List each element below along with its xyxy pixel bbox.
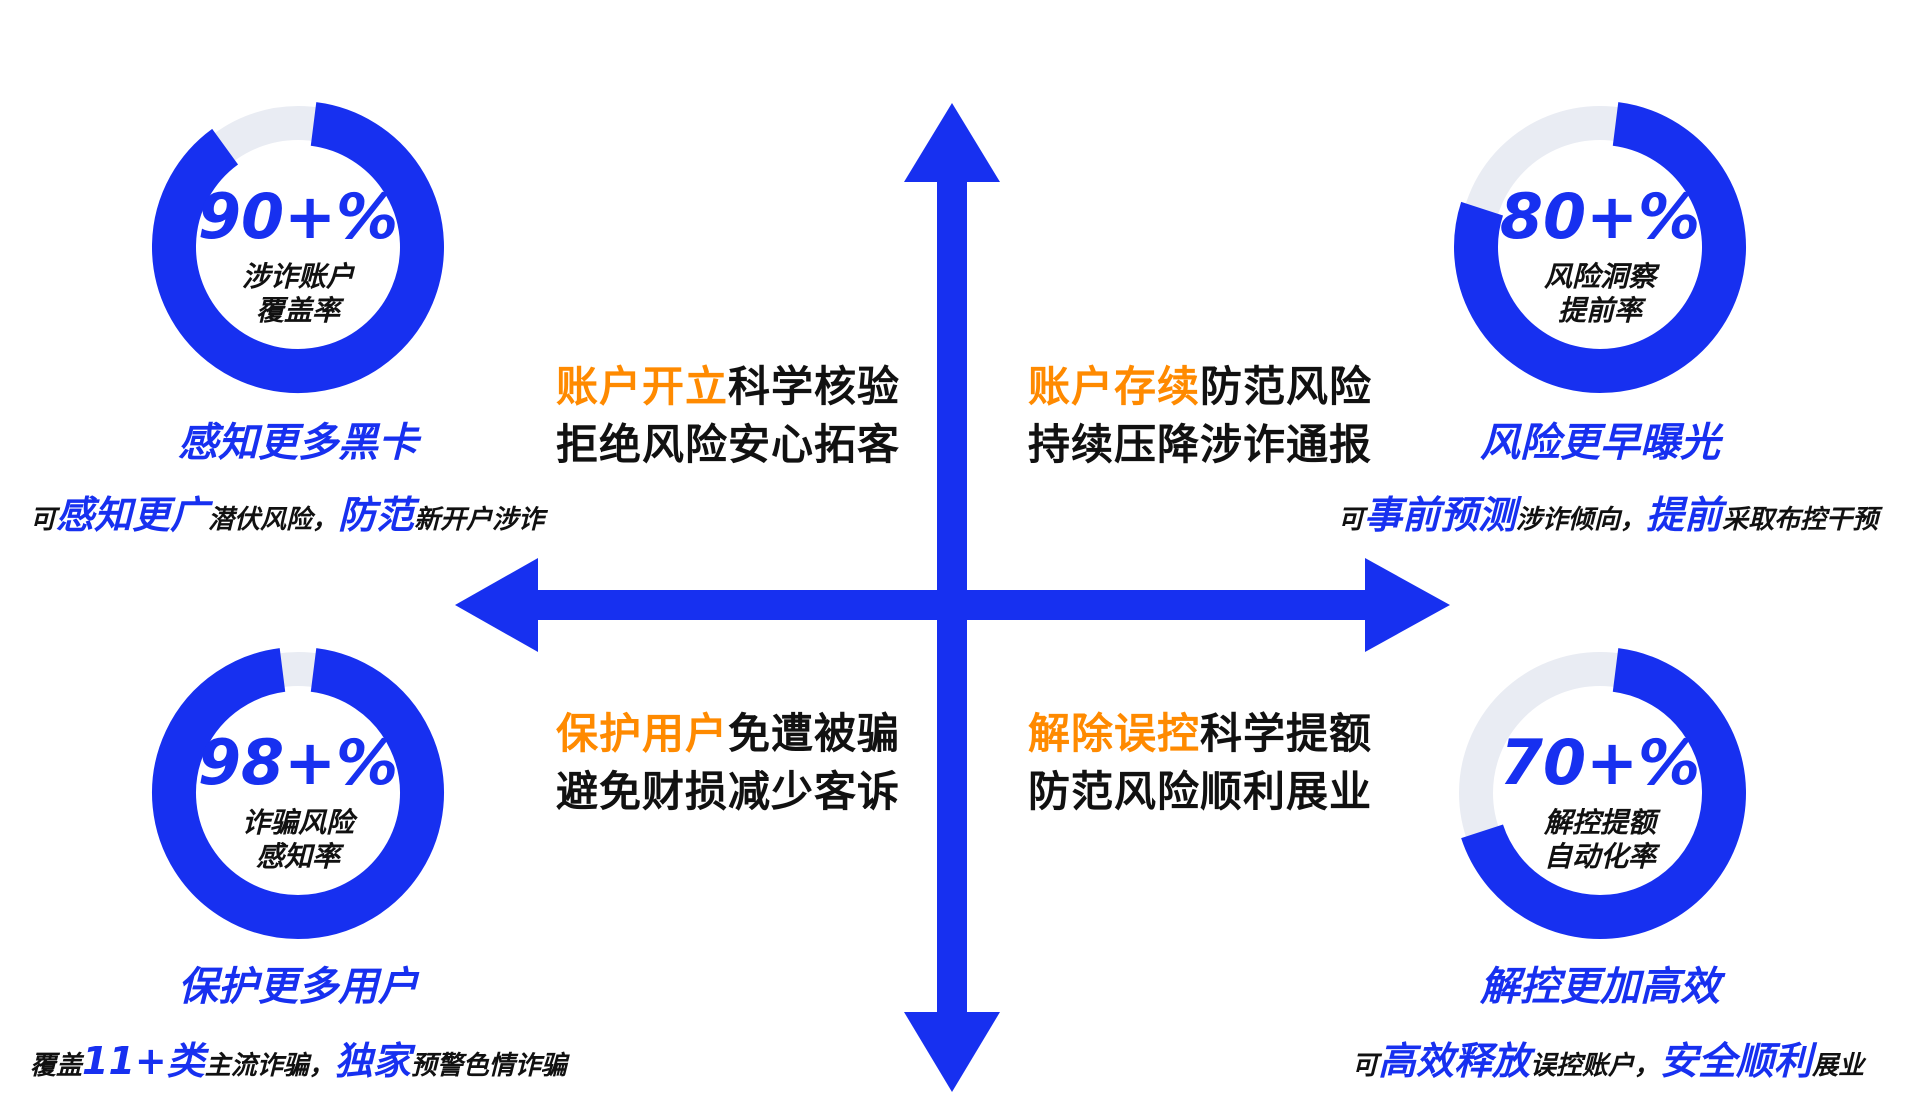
gauge-value: 70+% xyxy=(1499,726,1701,799)
donut-gauge xyxy=(152,648,444,939)
quadrant-highlight: 保护用户 xyxy=(556,709,729,758)
desc-emphasis: 防范 xyxy=(338,493,415,537)
quadrant-highlight: 账户开立 xyxy=(556,362,729,411)
quadrant-line2: 持续压降涉诈通报 xyxy=(1028,420,1373,469)
quadrant-text-bottom-right: 解除误控科学提额 防范风险顺利展业 xyxy=(1028,705,1372,821)
gauge-arc xyxy=(152,102,444,393)
gauge-label: 解控提额 xyxy=(1543,806,1656,839)
quadrant-line2: 拒绝风险安心拓客 xyxy=(556,420,901,469)
gauge-arc xyxy=(1454,102,1746,393)
gauge-arc xyxy=(1461,648,1746,939)
gauge-label: 覆盖率 xyxy=(255,294,340,327)
card-desc-top-right: 可事前预测涉诈倾向，提前采取布控干预 xyxy=(1338,484,1878,539)
gauge-label: 提前率 xyxy=(1557,294,1642,327)
desc-emphasis: 事前预测 xyxy=(1364,493,1517,537)
gauge-label: 风险洞察 xyxy=(1543,260,1656,293)
quadrant-line1-rest: 防范风险 xyxy=(1200,362,1373,411)
card-desc-top-left: 可感知更广潜伏风险，防范新开户涉诈 xyxy=(30,484,544,539)
desc-emphasis: 感知更广 xyxy=(56,493,209,537)
quadrant-line1-rest: 免遭被骗 xyxy=(728,709,901,758)
horizontal-axis xyxy=(525,590,1375,620)
quadrant-highlight: 解除误控 xyxy=(1028,709,1201,758)
desc-text: 可 xyxy=(1352,1051,1379,1081)
gauge-bottom-right: 70+% 解控提额 自动化率 xyxy=(1435,628,1765,958)
gauge-value: 98+% xyxy=(197,726,399,799)
quadrant-line2: 防范风险顺利展业 xyxy=(1028,767,1373,816)
quadrant-text-top-left: 账户开立科学核验 拒绝风险安心拓客 xyxy=(556,358,900,474)
desc-text: 预警色情诈骗 xyxy=(410,1051,567,1081)
quadrant-line1-rest: 科学核验 xyxy=(728,362,901,411)
quadrant-text-top-right: 账户存续防范风险 持续压降涉诈通报 xyxy=(1028,358,1372,474)
desc-emphasis: 提前 xyxy=(1646,493,1723,537)
desc-emphasis: 高效释放 xyxy=(1378,1039,1531,1083)
gauge-label: 诈骗风险 xyxy=(241,806,354,839)
desc-text: 主流诈骗， xyxy=(204,1051,335,1081)
arrow-right-icon xyxy=(1365,558,1450,652)
desc-text: 采取布控干预 xyxy=(1722,505,1879,535)
arrow-up-icon xyxy=(904,103,1000,182)
desc-text: 误控账户， xyxy=(1530,1051,1661,1081)
desc-text: 可 xyxy=(1338,505,1365,535)
quadrant-line2: 避免财损减少客诉 xyxy=(556,767,901,816)
desc-emphasis: 11+类 xyxy=(82,1039,205,1083)
desc-emphasis: 安全顺利 xyxy=(1660,1039,1813,1083)
gauge-label: 涉诈账户 xyxy=(241,260,354,293)
gauge-label: 感知率 xyxy=(255,840,340,873)
card-desc-bottom-right: 可高效释放误控账户，安全顺利展业 xyxy=(1352,1030,1864,1085)
desc-text: 覆盖 xyxy=(30,1051,83,1081)
donut-gauge xyxy=(1459,648,1746,939)
donut-gauge xyxy=(1454,102,1746,393)
desc-text: 新开户涉诈 xyxy=(414,505,545,535)
desc-emphasis: 独家 xyxy=(334,1039,411,1083)
gauge-value: 90+% xyxy=(197,180,399,253)
card-title-bottom-left: 保护更多用户 xyxy=(178,964,418,1010)
card-title-bottom-right: 解控更加高效 xyxy=(1480,964,1720,1010)
arrow-down-icon xyxy=(904,1012,1000,1092)
gauge-arc xyxy=(152,648,444,939)
gauge-label: 自动化率 xyxy=(1543,840,1656,873)
desc-text: 展业 xyxy=(1812,1051,1865,1081)
card-title-top-left: 感知更多黑卡 xyxy=(178,420,418,466)
quadrant-line1-rest: 科学提额 xyxy=(1200,709,1373,758)
gauge-top-left: 90+% 涉诈账户 覆盖率 xyxy=(133,82,463,412)
gauge-value: 80+% xyxy=(1499,180,1701,253)
arrow-left-icon xyxy=(455,558,538,652)
card-title-top-right: 风险更早曝光 xyxy=(1480,420,1720,466)
desc-text: 可 xyxy=(30,505,57,535)
card-desc-bottom-left: 覆盖11+类主流诈骗，独家预警色情诈骗 xyxy=(30,1030,567,1085)
quadrant-text-bottom-left: 保护用户免遭被骗 避免财损减少客诉 xyxy=(556,705,900,821)
gauge-bottom-left: 98+% 诈骗风险 感知率 xyxy=(133,628,463,958)
desc-text: 涉诈倾向， xyxy=(1516,505,1647,535)
desc-text: 潜伏风险， xyxy=(208,505,339,535)
gauge-top-right: 80+% 风险洞察 提前率 xyxy=(1435,82,1765,412)
donut-gauge xyxy=(152,102,444,393)
quadrant-highlight: 账户存续 xyxy=(1028,362,1201,411)
